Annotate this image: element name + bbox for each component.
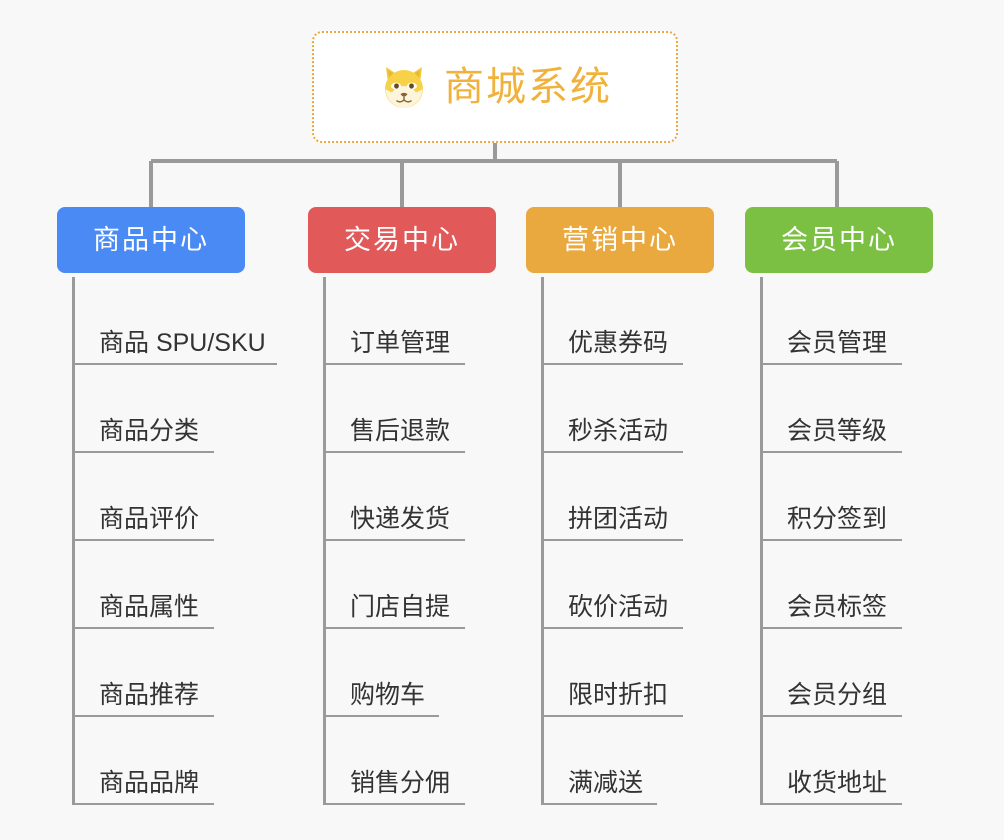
item-label: 收货地址 [787, 768, 888, 797]
item-underline [541, 363, 683, 365]
column-spine [760, 277, 763, 805]
category-column-marketing-center: 营销中心优惠券码秒杀活动拼团活动砍价活动限时折扣满减送 [526, 207, 714, 805]
item-underline [760, 363, 902, 365]
list-item[interactable]: 优惠券码 [541, 277, 714, 365]
category-column-trade-center: 交易中心订单管理售后退款快递发货门店自提购物车销售分佣 [308, 207, 496, 805]
item-list-marketing-center: 优惠券码秒杀活动拼团活动砍价活动限时折扣满减送 [526, 277, 714, 805]
list-item[interactable]: 砍价活动 [541, 541, 714, 629]
item-label: 门店自提 [350, 592, 451, 621]
item-label: 拼团活动 [568, 504, 669, 533]
item-label: 商品分类 [99, 416, 200, 445]
item-underline [541, 627, 683, 629]
item-underline [72, 451, 214, 453]
item-underline [323, 715, 439, 717]
item-list-member-center: 会员管理会员等级积分签到会员标签会员分组收货地址 [745, 277, 933, 805]
item-label: 满减送 [568, 768, 644, 797]
list-item[interactable]: 秒杀活动 [541, 365, 714, 453]
item-label: 会员分组 [787, 680, 888, 709]
item-list-product-center: 商品 SPU/SKU 商品分类商品评价商品属性商品推荐商品品牌 [57, 277, 277, 805]
shiba-dog-face-icon [378, 61, 430, 113]
list-item[interactable]: 商品推荐 [72, 629, 245, 717]
list-item[interactable]: 会员标签 [760, 541, 933, 629]
list-item[interactable]: 购物车 [323, 629, 496, 717]
category-header-trade-center[interactable]: 交易中心 [308, 207, 496, 273]
item-label: 会员管理 [787, 328, 888, 357]
item-underline [541, 715, 683, 717]
item-underline [72, 539, 214, 541]
item-label: 订单管理 [350, 328, 451, 357]
item-label: 限时折扣 [568, 680, 669, 709]
list-item[interactable]: 商品 SPU/SKU [72, 277, 277, 365]
item-label: 商品推荐 [99, 680, 200, 709]
item-underline [72, 627, 214, 629]
list-item[interactable]: 门店自提 [323, 541, 496, 629]
item-label: 商品评价 [99, 504, 200, 533]
list-item[interactable]: 商品分类 [72, 365, 245, 453]
list-item[interactable]: 会员分组 [760, 629, 933, 717]
item-underline [541, 803, 657, 805]
list-item[interactable]: 商品属性 [72, 541, 245, 629]
item-underline [760, 803, 902, 805]
item-underline [760, 539, 902, 541]
category-header-product-center[interactable]: 商品中心 [57, 207, 245, 273]
list-item[interactable]: 快递发货 [323, 453, 496, 541]
item-label: 购物车 [350, 680, 426, 709]
item-underline [323, 451, 465, 453]
item-label: 商品 SPU/SKU [99, 328, 266, 357]
item-label: 积分签到 [787, 504, 888, 533]
list-item[interactable]: 拼团活动 [541, 453, 714, 541]
item-underline [72, 363, 277, 365]
list-item[interactable]: 商品评价 [72, 453, 245, 541]
item-underline [760, 715, 902, 717]
item-underline [323, 363, 465, 365]
column-spine [72, 277, 75, 805]
list-item[interactable]: 售后退款 [323, 365, 496, 453]
item-underline [323, 539, 465, 541]
item-label: 会员标签 [787, 592, 888, 621]
item-underline [760, 627, 902, 629]
item-underline [72, 715, 214, 717]
list-item[interactable]: 收货地址 [760, 717, 933, 805]
item-label: 优惠券码 [568, 328, 669, 357]
item-underline [72, 803, 214, 805]
item-label: 商品属性 [99, 592, 200, 621]
item-label: 会员等级 [787, 416, 888, 445]
list-item[interactable]: 商品品牌 [72, 717, 245, 805]
list-item[interactable]: 会员管理 [760, 277, 933, 365]
item-label: 销售分佣 [350, 768, 451, 797]
item-underline [541, 451, 683, 453]
list-item[interactable]: 销售分佣 [323, 717, 496, 805]
item-underline [760, 451, 902, 453]
list-item[interactable]: 限时折扣 [541, 629, 714, 717]
item-label: 快递发货 [350, 504, 451, 533]
item-underline [323, 627, 465, 629]
root-node-shopping-mall-system[interactable]: 商城系统 [312, 31, 678, 143]
item-underline [323, 803, 465, 805]
column-spine [323, 277, 326, 805]
list-item[interactable]: 满减送 [541, 717, 714, 805]
item-label: 砍价活动 [568, 592, 669, 621]
item-underline [541, 539, 683, 541]
item-label: 售后退款 [350, 416, 451, 445]
list-item[interactable]: 订单管理 [323, 277, 496, 365]
list-item[interactable]: 积分签到 [760, 453, 933, 541]
category-header-marketing-center[interactable]: 营销中心 [526, 207, 714, 273]
category-column-product-center: 商品中心商品 SPU/SKU 商品分类商品评价商品属性商品推荐商品品牌 [57, 207, 277, 805]
item-list-trade-center: 订单管理售后退款快递发货门店自提购物车销售分佣 [308, 277, 496, 805]
category-column-member-center: 会员中心会员管理会员等级积分签到会员标签会员分组收货地址 [745, 207, 933, 805]
list-item[interactable]: 会员等级 [760, 365, 933, 453]
category-header-member-center[interactable]: 会员中心 [745, 207, 933, 273]
item-label: 秒杀活动 [568, 416, 669, 445]
item-label: 商品品牌 [99, 768, 200, 797]
root-title-label: 商城系统 [444, 65, 612, 109]
column-spine [541, 277, 544, 805]
